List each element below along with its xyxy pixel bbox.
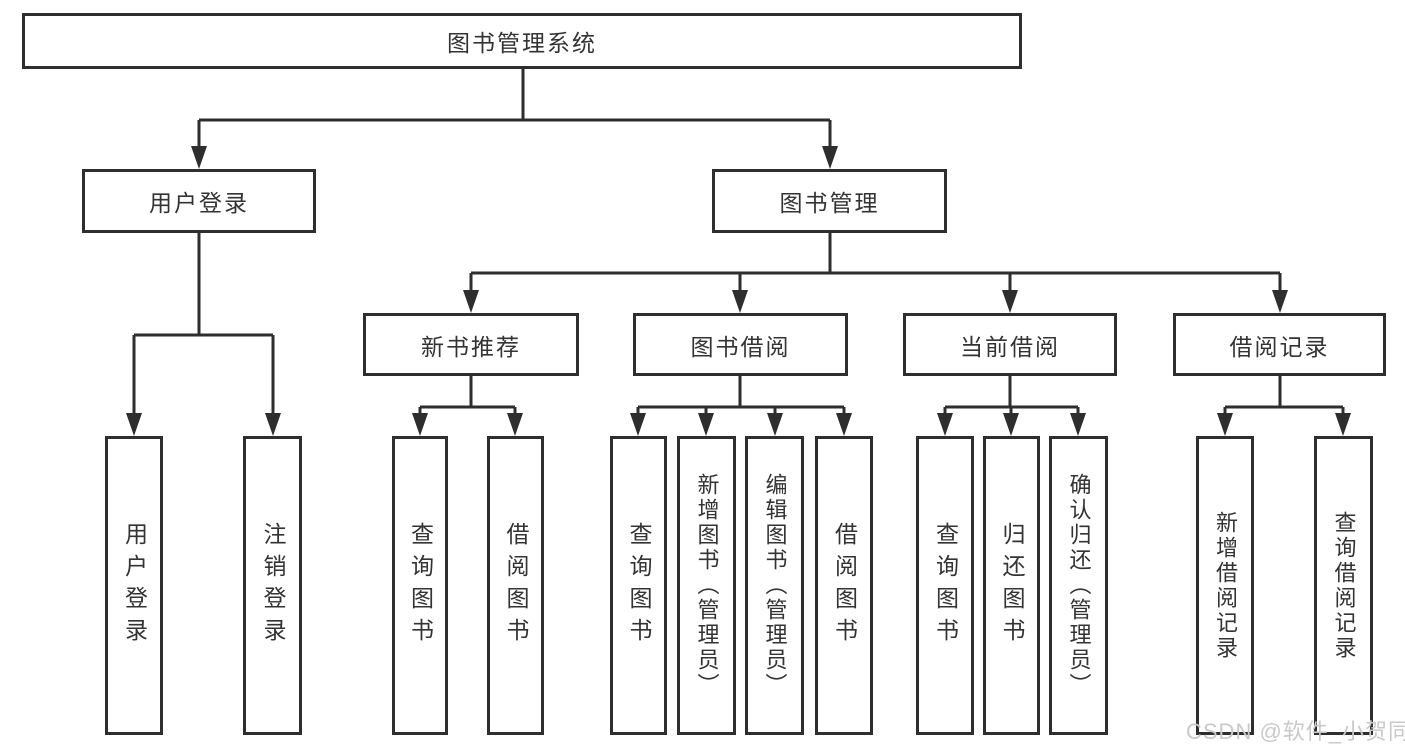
node-label: 图书借阅 bbox=[690, 333, 791, 360]
leaf-records-add-borrow-record: 新增借阅记录 bbox=[1196, 436, 1254, 735]
leaf-current-query-books: 查询图书 bbox=[916, 436, 974, 735]
leaf-borrowing-edit-book-admin: 编辑图书（管理员） bbox=[745, 436, 804, 735]
leaf-label: 注销登录 bbox=[260, 521, 286, 650]
leaf-label: 归还图书 bbox=[999, 521, 1025, 650]
leaf-label: 借阅图书 bbox=[831, 521, 858, 650]
leaf-label: 借阅图书 bbox=[503, 521, 529, 650]
node-label: 借阅记录 bbox=[1229, 333, 1330, 360]
leaf-label: 查询图书 bbox=[407, 521, 434, 650]
leaf-label: 新增借阅记录 bbox=[1213, 510, 1238, 661]
leaf-current-confirm-return-admin: 确认归还（管理员） bbox=[1049, 436, 1108, 735]
leaf-user-login: 用户登录 bbox=[105, 436, 163, 735]
leaf-recommend-query-books: 查询图书 bbox=[392, 436, 448, 735]
leaf-borrowing-query-books: 查询图书 bbox=[610, 436, 667, 735]
csdn-watermark: CSDN @软件_小贺同学 bbox=[1186, 719, 1405, 744]
leaf-label: 用户登录 bbox=[121, 521, 148, 650]
node-book-borrowing: 图书借阅 bbox=[633, 313, 848, 376]
node-book-management: 图书管理 bbox=[712, 169, 947, 233]
node-root-library-system: 图书管理系统 bbox=[22, 13, 1022, 69]
leaf-logout: 注销登录 bbox=[243, 436, 302, 735]
leaf-current-return-books: 归还图书 bbox=[983, 436, 1040, 735]
leaf-label: 查询图书 bbox=[932, 521, 959, 650]
node-label: 新书推荐 bbox=[421, 333, 521, 360]
node-label: 图书管理 bbox=[779, 190, 880, 216]
leaf-label: 查询图书 bbox=[626, 521, 652, 650]
node-label: 当前借阅 bbox=[960, 333, 1060, 360]
leaf-borrowing-add-book-admin: 新增图书（管理员） bbox=[677, 436, 736, 735]
leaf-label: 新增图书（管理员） bbox=[694, 473, 720, 698]
leaf-records-query-borrow-record: 查询借阅记录 bbox=[1314, 436, 1373, 735]
node-current-borrowing: 当前借阅 bbox=[903, 313, 1117, 376]
node-user-login: 用户登录 bbox=[82, 169, 316, 233]
leaf-label: 编辑图书（管理员） bbox=[762, 473, 788, 698]
leaf-recommend-borrow-books: 借阅图书 bbox=[487, 436, 544, 735]
leaf-label: 查询借阅记录 bbox=[1331, 510, 1357, 661]
node-label: 图书管理系统 bbox=[447, 30, 597, 56]
node-new-book-recommendation: 新书推荐 bbox=[363, 313, 579, 376]
node-borrowing-records: 借阅记录 bbox=[1173, 313, 1386, 376]
node-label: 用户登录 bbox=[149, 190, 249, 216]
leaf-borrowing-borrow-books: 借阅图书 bbox=[815, 436, 873, 735]
leaf-label: 确认归还（管理员） bbox=[1066, 473, 1092, 698]
